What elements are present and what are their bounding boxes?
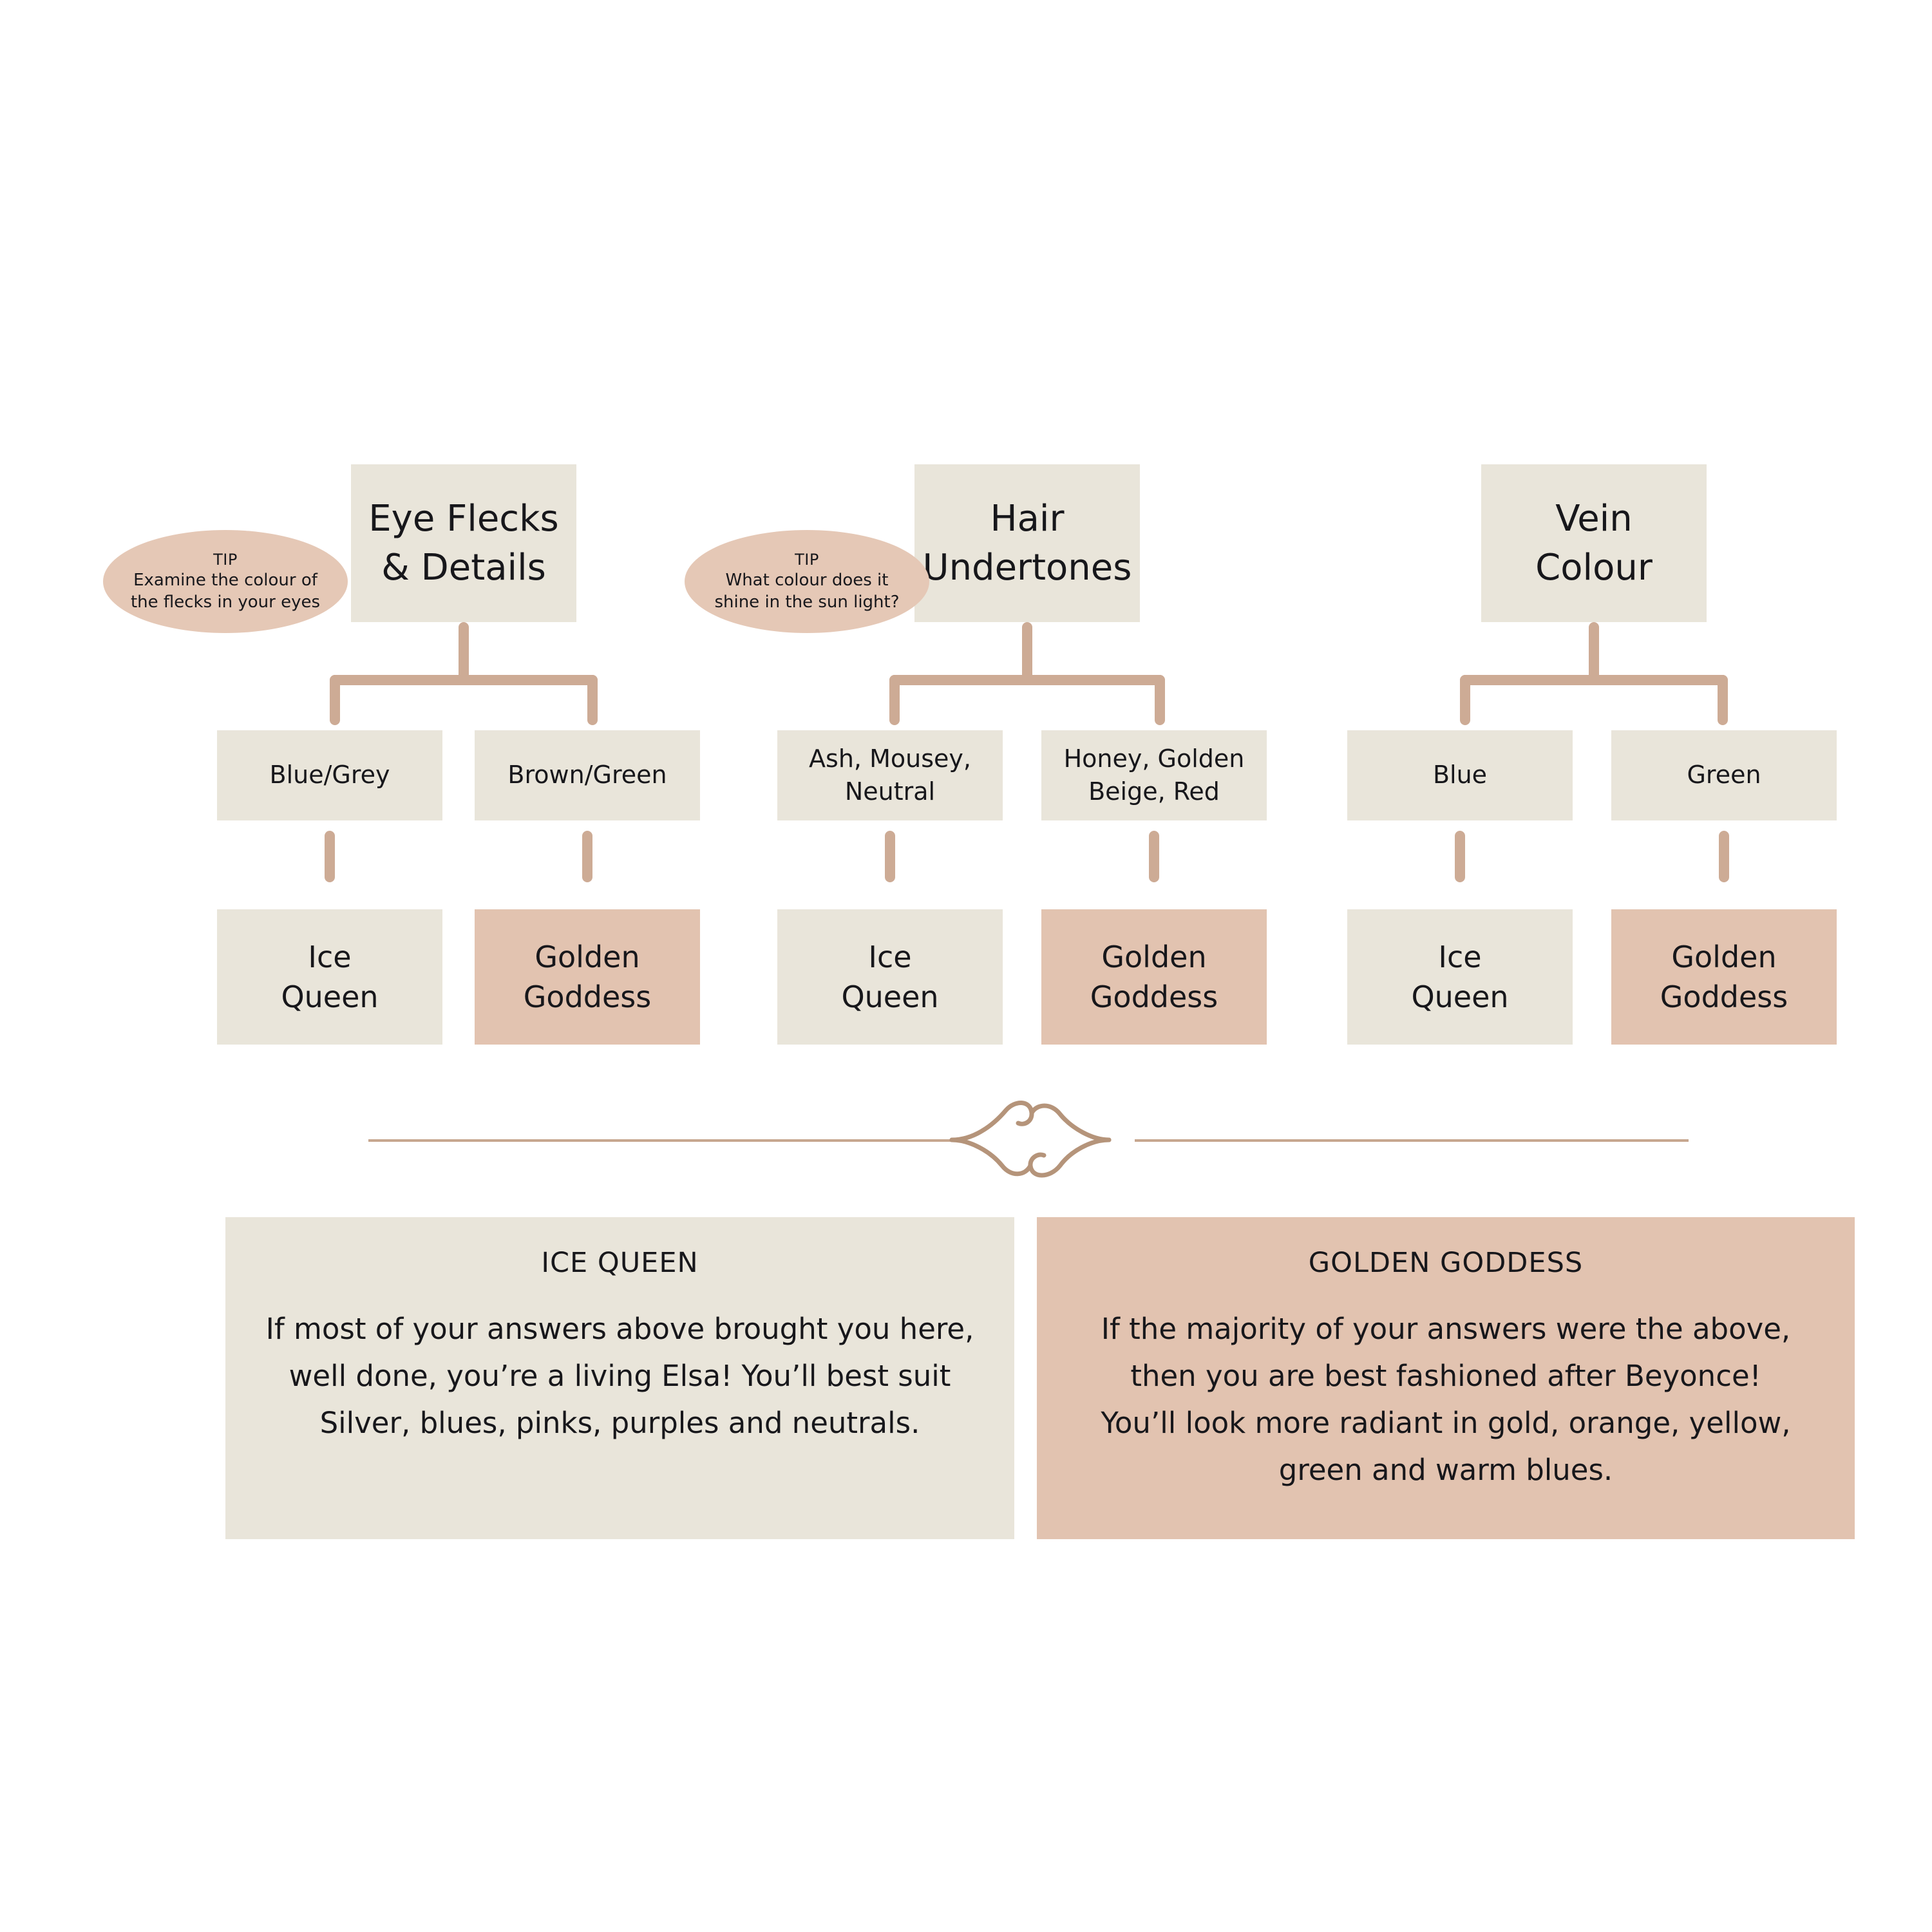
result-line-1: Golden	[1101, 939, 1207, 974]
tip-heading: TIP	[795, 550, 819, 569]
summary-line-3: You’ll look more radiant in gold, orange…	[1101, 1405, 1791, 1440]
connector-horizontal-hair	[889, 675, 1165, 685]
result-box-eye-ice-queen: Ice Queen	[217, 909, 442, 1045]
connector-vertical-vein	[1589, 622, 1599, 680]
option-line-1: Green	[1687, 761, 1761, 790]
result-line-2: Goddess	[523, 980, 652, 1014]
result-line-2: Queen	[1411, 980, 1509, 1014]
connector-stub-hair-right	[1155, 675, 1165, 725]
result-box-vein-ice-queen: Ice Queen	[1347, 909, 1573, 1045]
category-box-eye-flecks: Eye Flecks & Details	[351, 464, 576, 622]
option-line-1: Blue	[1432, 761, 1488, 790]
summary-line-2: well done, you’re a living Elsa! You’ll …	[289, 1358, 951, 1393]
category-line-1: Vein	[1555, 497, 1633, 540]
category-line-1: Hair	[990, 497, 1065, 540]
option-line-1: Blue/Grey	[269, 761, 390, 790]
tip-line-2: shine in the sun light?	[714, 592, 900, 612]
tip-line-2: the flecks in your eyes	[130, 592, 321, 612]
option-box-vein-2: Green	[1611, 730, 1837, 820]
connector-stub-hair-left	[889, 675, 900, 725]
category-line-2: & Details	[381, 546, 546, 589]
option-line-1: Brown/Green	[507, 761, 667, 790]
result-line-1: Golden	[1671, 939, 1777, 974]
summary-title: ICE QUEEN	[541, 1247, 699, 1279]
connector-horizontal-vein	[1460, 675, 1728, 685]
connector-stub-eye-result-left	[325, 831, 335, 882]
summary-line-4: green and warm blues.	[1278, 1452, 1613, 1487]
summary-title: GOLDEN GODDESS	[1308, 1247, 1584, 1279]
summary-line-3: Silver, blues, pinks, purples and neutra…	[319, 1405, 920, 1440]
connector-vertical-eye	[459, 622, 469, 680]
result-line-2: Queen	[841, 980, 939, 1014]
option-box-hair-1: Ash, Mousey, Neutral	[777, 730, 1003, 820]
summary-panel-ice-queen: ICE QUEEN If most of your answers above …	[225, 1217, 1014, 1539]
result-box-eye-golden-goddess: Golden Goddess	[475, 909, 700, 1045]
connector-stub-vein-result-right	[1719, 831, 1729, 882]
result-line-1: Ice	[308, 939, 352, 974]
result-box-vein-golden-goddess: Golden Goddess	[1611, 909, 1837, 1045]
result-line-2: Queen	[281, 980, 379, 1014]
connector-stub-eye-result-right	[582, 831, 592, 882]
tip-line-1: Examine the colour of	[133, 570, 317, 590]
category-box-vein-colour: Vein Colour	[1481, 464, 1707, 622]
tip-bubble-eye-flecks: TIP Examine the colour of the flecks in …	[103, 530, 348, 633]
tip-heading: TIP	[213, 550, 238, 569]
connector-stub-vein-left	[1460, 675, 1470, 725]
tip-line-1: What colour does it	[725, 570, 889, 590]
option-box-eye-2: Brown/Green	[475, 730, 700, 820]
ornament-flourish-icon	[934, 1095, 1127, 1185]
option-box-hair-2: Honey, Golden Beige, Red	[1041, 730, 1267, 820]
summary-line-1: If the majority of your answers were the…	[1101, 1312, 1791, 1346]
summary-line-2: then you are best fashioned after Beyonc…	[1130, 1358, 1761, 1393]
result-line-1: Golden	[535, 939, 640, 974]
result-line-1: Ice	[868, 939, 912, 974]
connector-vertical-hair	[1022, 622, 1032, 680]
connector-stub-eye-right	[587, 675, 598, 725]
category-line-2: Undertones	[922, 546, 1132, 589]
summary-line-1: If most of your answers above brought yo…	[265, 1312, 974, 1346]
option-box-eye-1: Blue/Grey	[217, 730, 442, 820]
option-line-2: Neutral	[844, 777, 936, 806]
result-box-hair-ice-queen: Ice Queen	[777, 909, 1003, 1045]
connector-stub-eye-left	[330, 675, 340, 725]
connector-stub-vein-right	[1718, 675, 1728, 725]
option-line-2: Beige, Red	[1088, 777, 1220, 806]
connector-stub-vein-result-left	[1455, 831, 1465, 882]
summary-panel-golden-goddess: GOLDEN GODDESS If the majority of your a…	[1037, 1217, 1855, 1539]
result-line-1: Ice	[1438, 939, 1482, 974]
category-box-hair-undertones: Hair Undertones	[914, 464, 1140, 622]
divider-line-right	[1135, 1139, 1689, 1142]
category-line-1: Eye Flecks	[368, 497, 559, 540]
option-line-1: Honey, Golden	[1063, 744, 1245, 773]
result-line-2: Goddess	[1660, 980, 1788, 1014]
divider-line-left	[368, 1139, 967, 1142]
tip-bubble-hair-undertones: TIP What colour does it shine in the sun…	[685, 530, 929, 633]
connector-stub-hair-result-right	[1149, 831, 1159, 882]
result-line-2: Goddess	[1090, 980, 1218, 1014]
option-box-vein-1: Blue	[1347, 730, 1573, 820]
category-line-2: Colour	[1535, 546, 1653, 589]
option-line-1: Ash, Mousey,	[809, 744, 971, 773]
result-box-hair-golden-goddess: Golden Goddess	[1041, 909, 1267, 1045]
connector-horizontal-eye	[330, 675, 598, 685]
connector-stub-hair-result-left	[885, 831, 895, 882]
